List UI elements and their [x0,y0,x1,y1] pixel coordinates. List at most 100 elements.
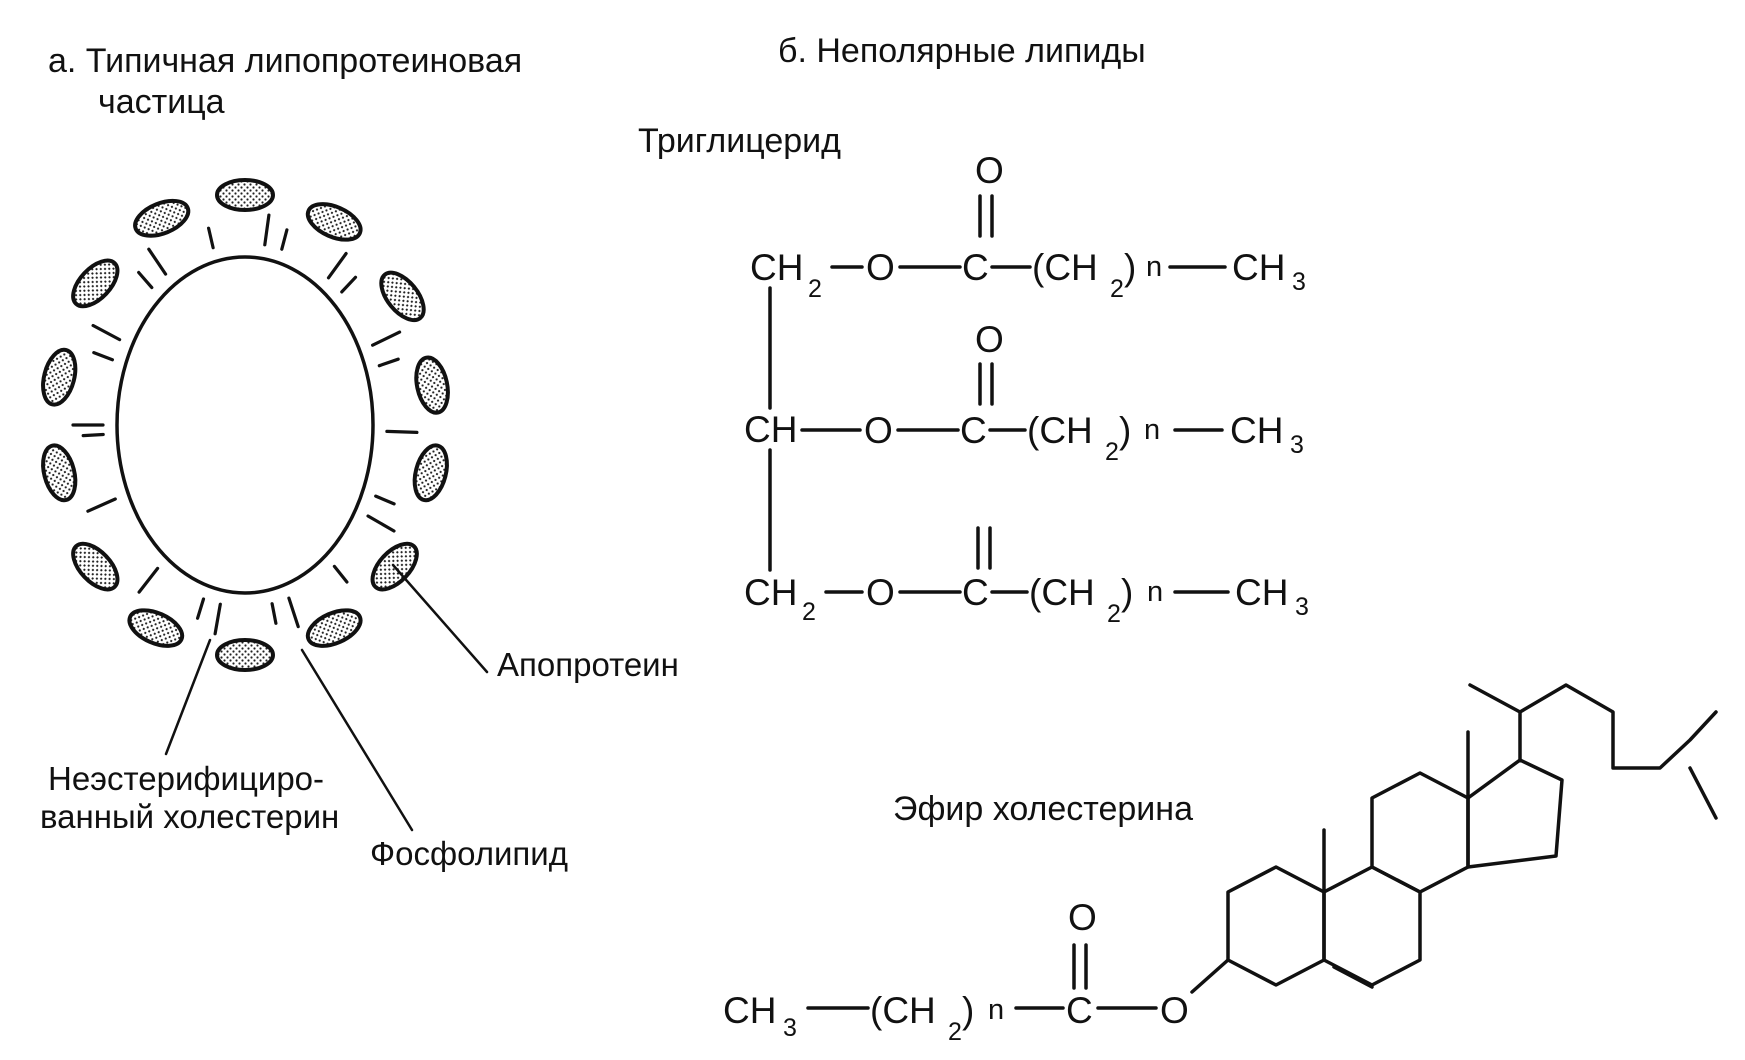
phospholipid-tick [213,602,222,636]
chain-subscript-2: 2 [1105,438,1119,466]
ester-chain-subscript: 2 [948,1018,962,1046]
repeat-n-2: n [1144,414,1160,446]
cholesterol-label-line2: ванный холестерин [40,798,339,835]
cholesterol-tick [137,270,154,290]
phospholipid-tick [326,251,348,280]
ch3-subscript-3: 3 [1295,593,1309,621]
ester-ch3-subscript: 3 [783,1014,797,1042]
phospholipid-tick [137,566,160,594]
chain-close-2: ) [1119,410,1131,451]
ch3-group-3: CH [1235,572,1288,613]
steroid-skeleton [1190,683,1718,994]
chain-subscript-1: 2 [1110,275,1124,303]
ch2-group-3: CH [744,572,797,613]
ester-oxygen-1: O [866,247,895,288]
apoprotein-3 [379,270,426,323]
cholesterol-tick [332,564,349,584]
chain-close-1: ) [1124,247,1136,288]
carbonyl-oxygen-2: O [975,319,1004,360]
phospholipid-tick [371,330,402,347]
chain-group-1: (CH [1032,247,1098,288]
apoprotein-11 [41,443,78,503]
phospholipid-tick [366,514,396,533]
particle-shell [41,178,450,672]
phospholipid-tick [147,247,168,276]
repeat-n-3: n [1147,576,1163,608]
apoprotein-1 [215,178,275,212]
phospholipid-label: Фосфолипид [370,835,568,872]
cholesterol-tick [377,357,400,368]
carbonyl-carbon-2: C [960,410,987,451]
triglyceride-row-2: O CH O C (CH 2 ) n CH 3 [744,319,1304,466]
cholesterol-tick [92,351,115,362]
panel-b-title: б. Неполярные липиды [778,32,1146,70]
ester-repeat-n: n [988,994,1004,1026]
ester-ch3: CH [723,990,776,1031]
ch3-subscript-1: 3 [1292,268,1306,296]
ring-a [1226,865,1326,987]
chain-group-3: (CH [1029,572,1095,613]
ring-b-double-bond [1332,965,1374,989]
chain-group-2: (CH [1027,410,1093,451]
panel-a-title-line1: а. Типичная липопротеиновая [48,42,522,80]
repeat-n-1: n [1146,251,1162,283]
phospholipid-tick [287,596,300,629]
apoprotein-10 [71,541,120,592]
apoprotein-5 [412,443,449,503]
phospholipid-tick [385,429,419,434]
carbonyl-oxygen-1: O [975,150,1004,191]
apoprotein-12 [41,347,78,407]
cholesterol-tick [270,602,278,625]
side-chain [1518,683,1718,770]
triglyceride-row-1: O CH 2 O C (CH 2 ) n CH 3 [750,150,1306,303]
panel-a-title-line2: частица [98,83,225,121]
cholesterol-tick [196,597,206,620]
lipoprotein-particle [41,178,450,672]
ch3-subscript-2: 3 [1290,431,1304,459]
cholesterol-tick [280,228,289,251]
cholesterol-label-line1: Неэстерифициро- [48,760,324,797]
phospholipid-tick [263,213,271,247]
side-chain-base [1468,683,1522,762]
apoprotein-8 [215,638,275,672]
carbonyl-carbon-1: C [962,247,989,288]
ester-chain: (CH [870,990,936,1031]
ester-oxygen: O [1160,990,1189,1031]
apoprotein-4 [414,355,450,415]
apoprotein-13 [71,258,120,309]
ester-carbonyl-oxygen: O [1068,897,1097,938]
ester-chain-close: ) [962,990,974,1031]
ring-d [1466,758,1564,869]
ch-group: CH [744,409,797,450]
o-to-ring-bond [1190,958,1230,994]
phospholipid-tick [86,497,117,513]
triglyceride-label: Триглицерид [638,122,841,160]
cholesterol-tick [340,275,358,294]
chain-close-3: ) [1121,572,1133,613]
apoprotein-9 [127,608,185,648]
apoprotein-2 [305,202,363,242]
cholesterol-ester-group: O CH 3 (CH 2 ) n C O [723,897,1189,1046]
cholesterol-tick [374,494,396,506]
ester-oxygen-2: O [864,410,893,451]
isopropyl-branch [1688,766,1718,820]
cholesterol-tick [81,432,105,438]
phospholipid-tick [91,323,122,342]
cholesterol-tick [207,226,215,250]
cholesterol-leader-line [164,638,212,756]
cholesterol-ester-label: Эфир холестерина [893,790,1193,828]
ch2-group-1: CH [750,247,803,288]
ester-oxygen-3: O [866,572,895,613]
ring-c [1370,771,1470,894]
apoprotein-leader-line [391,563,489,674]
phospholipid-leader-line [300,648,414,832]
ester-carbon: C [1066,990,1093,1031]
ch2-subscript-1: 2 [808,275,822,303]
apoprotein-label: Апопротеин [497,646,679,683]
carbonyl-carbon-3: C [962,572,989,613]
ch3-group-1: CH [1232,247,1285,288]
particle-core [115,255,375,595]
apoprotein-14 [133,198,191,238]
